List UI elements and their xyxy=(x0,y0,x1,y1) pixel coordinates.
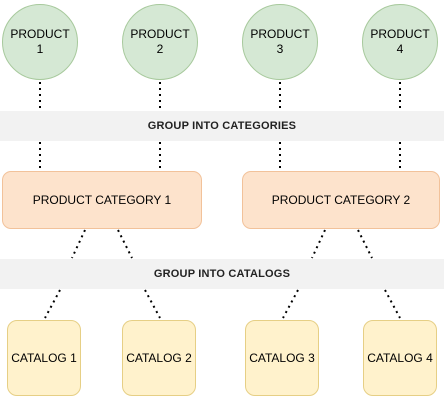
product-number: 4 xyxy=(396,42,404,56)
connector-catalog-3 xyxy=(282,289,299,319)
connector-category-2-right xyxy=(357,229,373,259)
product-category-node[interactable]: PRODUCT CATEGORY 2 xyxy=(242,171,440,229)
group-into-categories-band: GROUP INTO CATEGORIES xyxy=(0,111,444,141)
connector-catalog-2 xyxy=(144,289,161,319)
product-label: PRODUCT xyxy=(370,27,430,41)
product-node[interactable]: PRODUCT 2 xyxy=(122,4,198,80)
category-label: PRODUCT CATEGORY 2 xyxy=(271,193,411,207)
band-label: GROUP INTO CATALOGS xyxy=(153,268,291,280)
product-number: 1 xyxy=(36,42,44,56)
connector-category-1-left xyxy=(71,229,86,259)
catalog-label: CATALOG 3 xyxy=(249,351,315,365)
connector-category-2-left xyxy=(311,229,326,259)
catalog-node[interactable]: CATALOG 2 xyxy=(122,320,196,396)
product-category-node[interactable]: PRODUCT CATEGORY 1 xyxy=(2,171,202,229)
category-label: PRODUCT CATEGORY 1 xyxy=(32,193,172,207)
product-node[interactable]: PRODUCT 3 xyxy=(242,4,318,80)
product-number: 2 xyxy=(156,42,164,56)
catalog-label: CATALOG 2 xyxy=(126,351,192,365)
connector-category-1-right xyxy=(117,229,133,259)
catalog-label: CATALOG 1 xyxy=(11,351,77,365)
product-label: PRODUCT xyxy=(10,27,70,41)
product-node[interactable]: PRODUCT 1 xyxy=(2,4,78,80)
catalog-label: CATALOG 4 xyxy=(367,351,433,365)
product-label: PRODUCT xyxy=(250,27,310,41)
catalog-node[interactable]: CATALOG 3 xyxy=(245,320,319,396)
product-number: 3 xyxy=(276,42,284,56)
product-label: PRODUCT xyxy=(130,27,190,41)
connector-catalog-1 xyxy=(44,289,61,319)
catalog-node[interactable]: CATALOG 1 xyxy=(7,320,81,396)
group-into-catalogs-band: GROUP INTO CATALOGS xyxy=(0,259,444,289)
band-label: GROUP INTO CATEGORIES xyxy=(147,120,297,132)
product-node[interactable]: PRODUCT 4 xyxy=(362,4,438,80)
catalog-node[interactable]: CATALOG 4 xyxy=(363,320,437,396)
connector-catalog-4 xyxy=(384,289,401,319)
